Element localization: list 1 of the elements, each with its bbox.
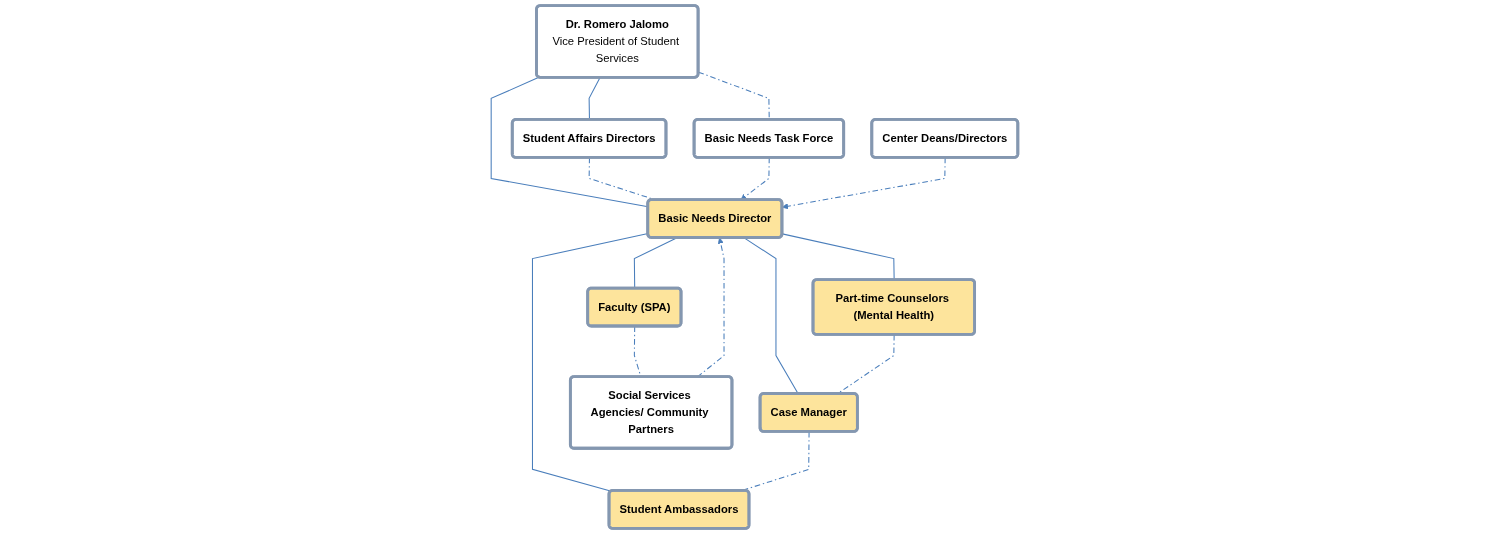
arrow	[782, 157, 946, 210]
